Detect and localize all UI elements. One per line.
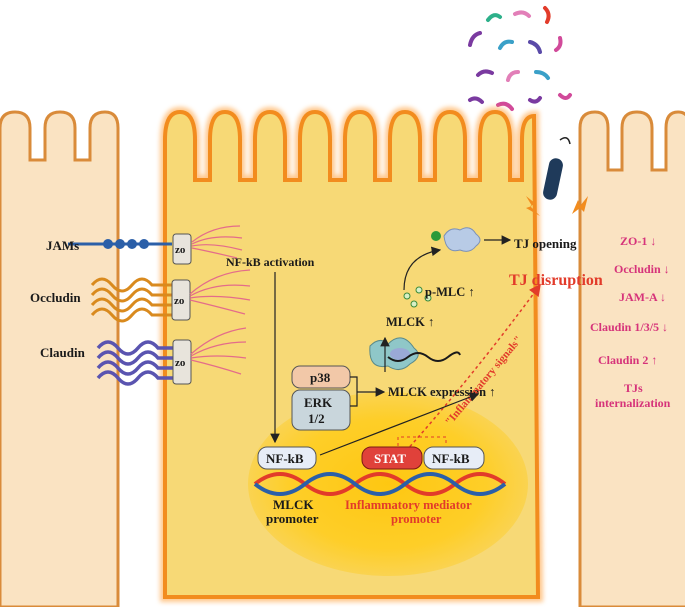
p38-box: p38	[291, 365, 351, 389]
right-neighbor-cell	[578, 110, 685, 607]
disruption-spark-icons	[526, 196, 588, 216]
zo-box-2: zo	[171, 279, 191, 321]
pmlc-label: p-MLC ↑	[425, 285, 475, 299]
tj-opening-label: TJ opening	[514, 236, 577, 251]
nfkb-activation-label: NF-kB activation	[226, 255, 315, 269]
tj-disruption-label: TJ disruption	[509, 272, 603, 289]
jams-protein	[68, 239, 172, 249]
nfkb-right-label: NF-kB	[432, 451, 470, 466]
erk-box: ERK 1/2	[291, 389, 351, 431]
zo-label-1: zo	[175, 244, 186, 256]
stat-bracket	[397, 436, 447, 446]
occludin-protein	[90, 277, 174, 323]
effect-occludin: Occludin ↓	[614, 262, 670, 276]
nfkb-left-label: NF-kB	[266, 451, 304, 466]
effect-zo1: ZO-1 ↓	[620, 234, 656, 248]
phosphate-dots	[403, 286, 432, 308]
stat-label: STAT	[374, 451, 406, 466]
zo-label-3: zo	[175, 357, 186, 369]
effect-internalization: internalization	[595, 396, 671, 410]
actin-filaments	[189, 225, 251, 375]
inflam-promoter-line1: Inflammatory mediator	[345, 498, 472, 512]
jams-label: JAMs	[46, 238, 79, 253]
left-neighbor-cell	[0, 110, 120, 607]
nfkb-to-mlck-arrow	[319, 392, 480, 456]
zo-box-3: zo	[172, 339, 192, 385]
inflammatory-signal-arrow	[397, 283, 541, 461]
claudin-protein	[96, 340, 174, 386]
occludin-label: Occludin	[30, 290, 81, 305]
nfkb-left-box: NF-kB	[257, 446, 317, 470]
zo-label-2: zo	[174, 295, 185, 307]
effect-claudin135: Claudin 1/3/5 ↓	[590, 320, 668, 334]
mlck-up-label: MLCK ↑	[386, 315, 434, 329]
dna-helix	[253, 472, 507, 496]
effect-claudin2: Claudin 2 ↑	[598, 353, 657, 367]
erk-sub-label: 1/2	[308, 411, 325, 426]
microbe-fragments	[468, 6, 572, 111]
zo-box-1: zo	[172, 233, 192, 265]
mlck-promoter-line1: MLCK	[273, 497, 314, 512]
erk-label: ERK	[304, 395, 333, 410]
claudin-label: Claudin	[40, 345, 86, 360]
nfkb-right-box: NF-kB	[423, 446, 485, 470]
bacterium-icon	[543, 137, 571, 200]
effect-jama: JAM-A ↓	[619, 290, 666, 304]
pmlc-protein-icon	[431, 227, 481, 252]
inflam-promoter-line2: promoter	[391, 512, 442, 526]
effect-tjs: TJs	[624, 381, 643, 395]
pmlc-up-arrow	[403, 246, 442, 291]
stat-box: STAT	[361, 446, 423, 470]
p38-label: p38	[310, 370, 331, 385]
mlck-promoter-line2: promoter	[266, 511, 319, 526]
nucleus	[248, 392, 528, 576]
